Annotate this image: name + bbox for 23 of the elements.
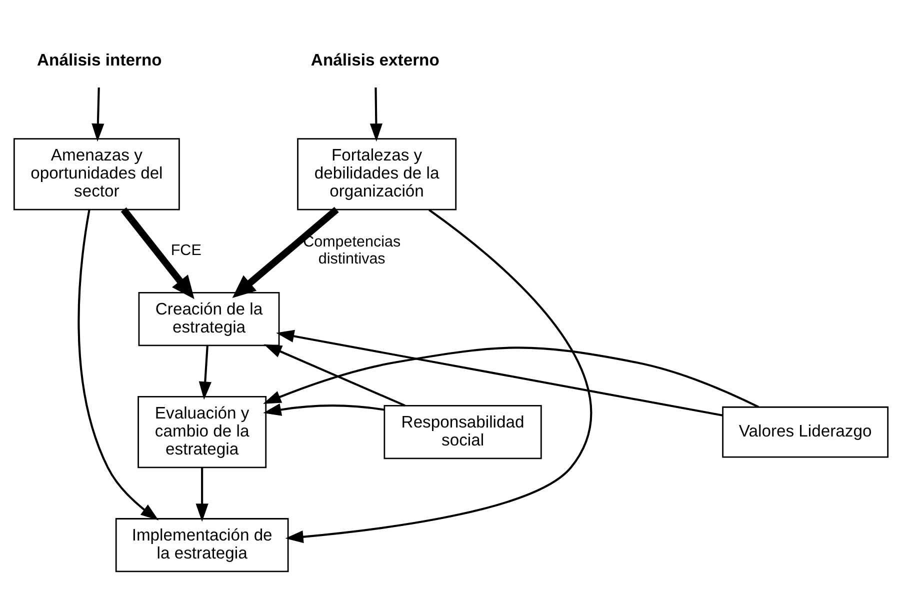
arrow [198,344,212,400]
arrow [263,402,384,416]
edge-label: Competencias distintivas [303,233,401,267]
node-box: Creación de la estrategia [138,292,280,346]
arrow [285,208,592,543]
arrow [196,467,208,522]
node-box: Valores Liderazgo [722,406,889,458]
node-box: Responsabilidad social [384,404,542,459]
arrow [264,344,406,406]
arrow [78,209,159,520]
node-box: Fortalezas y debilidades de la organización [297,138,457,210]
node-text: Análisis interno [37,50,162,69]
arrow [370,87,382,142]
node-text: Análisis externo [310,50,440,69]
node-box: Evaluación y cambio de la estrategia [138,396,267,468]
node-box: Amenazas y oportunidades del sector [13,138,180,210]
node-box: Implementación de la estrategia [115,518,289,572]
arrow [263,346,759,408]
arrow [232,206,339,298]
arrow [92,86,104,142]
edge-label: FCE [170,241,202,258]
arrow [120,206,194,299]
arrow [276,329,723,416]
